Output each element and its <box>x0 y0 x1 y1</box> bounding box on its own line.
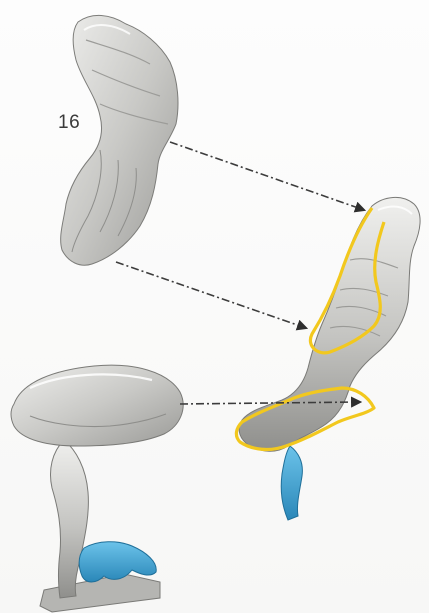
lower-mushroom-bone <box>11 365 183 612</box>
assembled-bone <box>236 197 420 520</box>
upper-fragment <box>61 15 178 265</box>
arrow-upper-to-top <box>170 142 364 210</box>
figure-number-label: 16 <box>58 112 80 134</box>
arrow-upper-to-middle <box>116 262 306 328</box>
